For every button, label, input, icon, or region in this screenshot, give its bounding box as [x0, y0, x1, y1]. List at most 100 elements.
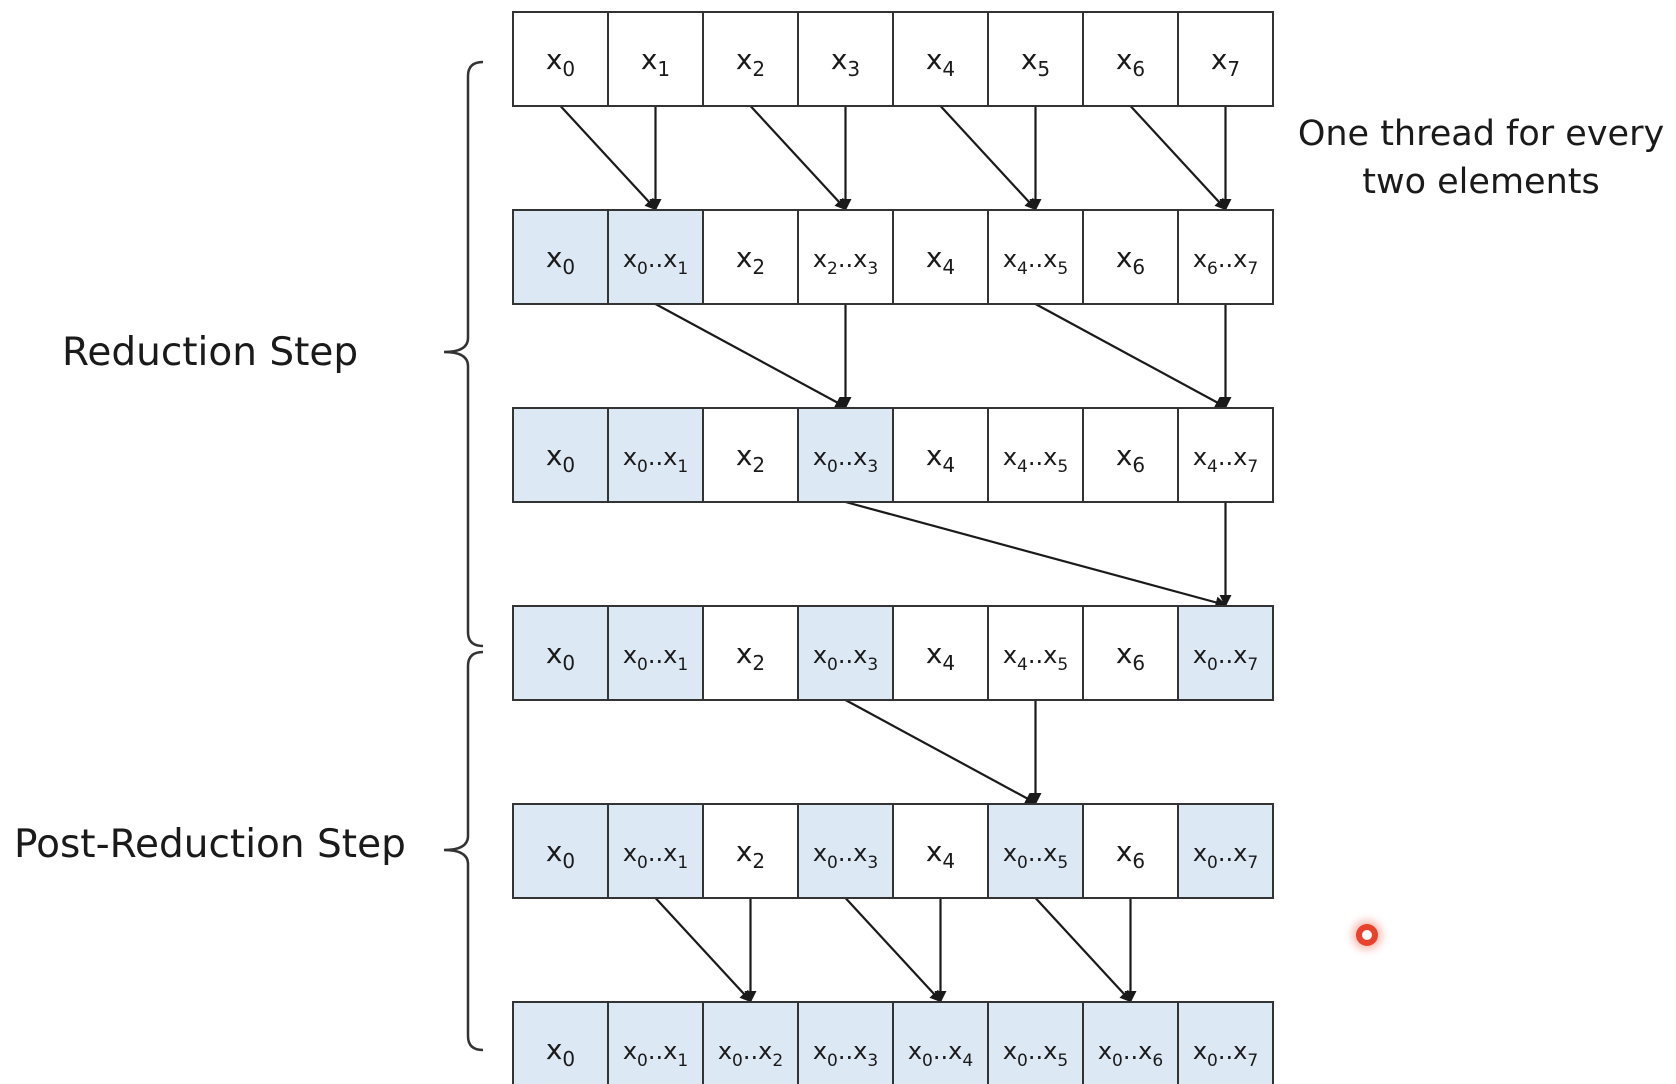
arrow [1129, 105, 1227, 211]
cell-base: x [1116, 43, 1133, 76]
cell-base: x [926, 241, 943, 274]
cell-label: x2 [736, 835, 765, 873]
cell-base: x [1003, 443, 1017, 471]
cell-box [1177, 1001, 1274, 1084]
cell-box [512, 407, 609, 503]
thread-note-line2: two elements [1362, 162, 1600, 202]
cell-subscript: 0 [1207, 1051, 1218, 1071]
arrow [1034, 897, 1132, 1003]
cell-label: x2 [736, 637, 765, 675]
cell-base-end: x [1233, 641, 1247, 669]
cell-subscript: 0 [827, 1051, 838, 1071]
cell-subscript-end: 5 [1057, 853, 1068, 873]
array-cell: x0..x6 [1082, 1001, 1179, 1084]
cell-base: x [623, 839, 637, 867]
cell-base-end: x [1043, 443, 1057, 471]
cell-box [797, 803, 894, 899]
cell-subscript: 0 [562, 1047, 575, 1071]
cell-subscript: 2 [827, 259, 838, 279]
cell-range-dots: .. [1028, 443, 1043, 471]
cell-subscript-end: 1 [677, 259, 688, 279]
cell-base: x [623, 443, 637, 471]
cell-base-end: x [663, 245, 677, 273]
cell-base-end: x [1043, 641, 1057, 669]
cell-base: x [718, 1037, 732, 1065]
cell-box [1082, 605, 1179, 701]
cell-box [892, 407, 989, 503]
cell-label: x0..x2 [718, 1037, 783, 1071]
cell-subscript-end: 1 [677, 1051, 688, 1071]
array-cell: x2 [702, 209, 799, 305]
cell-subscript: 4 [1207, 457, 1218, 477]
cell-label: x6 [1116, 241, 1145, 279]
cell-subscript: 0 [637, 259, 648, 279]
cell-subscript: 0 [637, 655, 648, 675]
cell-subscript: 6 [1132, 849, 1145, 873]
cell-label: x5 [1021, 43, 1050, 81]
post-reduction-brace [443, 650, 484, 1052]
cell-label: x6 [1116, 637, 1145, 675]
cell-label: x0..x7 [1193, 839, 1258, 873]
cell-box [607, 1001, 704, 1084]
array-cell: x0..x7 [1177, 605, 1274, 701]
cell-subscript: 2 [752, 651, 765, 675]
cell-base: x [926, 637, 943, 670]
cell-box [1082, 803, 1179, 899]
cell-subscript-end: 1 [677, 655, 688, 675]
cell-subscript: 5 [1037, 57, 1050, 81]
cell-box [797, 407, 894, 503]
cell-subscript: 3 [847, 57, 860, 81]
cell-range-dots: .. [648, 1037, 663, 1065]
cell-subscript: 0 [827, 655, 838, 675]
cell-base-end: x [663, 1037, 677, 1065]
cell-base: x [546, 241, 563, 274]
cell-base-end: x [853, 1037, 867, 1065]
cell-label: x6 [1116, 439, 1145, 477]
cell-label: x0..x7 [1193, 641, 1258, 675]
cell-box [607, 605, 704, 701]
array-cell: x0..x2 [702, 1001, 799, 1084]
cell-box [987, 209, 1084, 305]
cell-box [1082, 407, 1179, 503]
cell-base-end: x [853, 641, 867, 669]
cell-subscript: 6 [1207, 259, 1218, 279]
cell-label: x0 [546, 835, 575, 873]
array-cell: x2 [702, 11, 799, 107]
array-cell: x6 [1082, 209, 1179, 305]
cell-range-dots: .. [648, 641, 663, 669]
cell-range-dots: .. [1218, 245, 1233, 273]
cell-subscript: 0 [1207, 655, 1218, 675]
cell-base: x [736, 439, 753, 472]
cell-label: x6 [1116, 835, 1145, 873]
array-cell: x0..x1 [607, 605, 704, 701]
cell-base-end: x [1233, 245, 1247, 273]
cell-base-end: x [853, 245, 867, 273]
cell-label: x4..x5 [1003, 443, 1068, 477]
cell-base: x [1116, 439, 1133, 472]
cell-base: x [1193, 245, 1207, 273]
array-cell: x1 [607, 11, 704, 107]
cell-box [892, 209, 989, 305]
array-cell: x0..x5 [987, 1001, 1084, 1084]
array-cell: x0..x3 [797, 803, 894, 899]
array-cell: x0 [512, 209, 609, 305]
cell-label: x0..x3 [813, 839, 878, 873]
cell-box [607, 209, 704, 305]
array-cell: x2 [702, 407, 799, 503]
cell-base: x [813, 443, 827, 471]
cell-base-end: x [948, 1037, 962, 1065]
cell-box [797, 605, 894, 701]
cell-subscript: 4 [942, 849, 955, 873]
cell-subscript: 0 [1017, 1051, 1028, 1071]
array-cell: x5 [987, 11, 1084, 107]
cell-label: x4 [926, 439, 955, 477]
cell-base: x [1003, 839, 1017, 867]
cell-subscript-end: 5 [1057, 457, 1068, 477]
cell-subscript: 0 [562, 453, 575, 477]
cell-subscript-end: 4 [962, 1051, 973, 1071]
cell-subscript: 2 [752, 57, 765, 81]
cell-base: x [908, 1037, 922, 1065]
cell-box [512, 803, 609, 899]
